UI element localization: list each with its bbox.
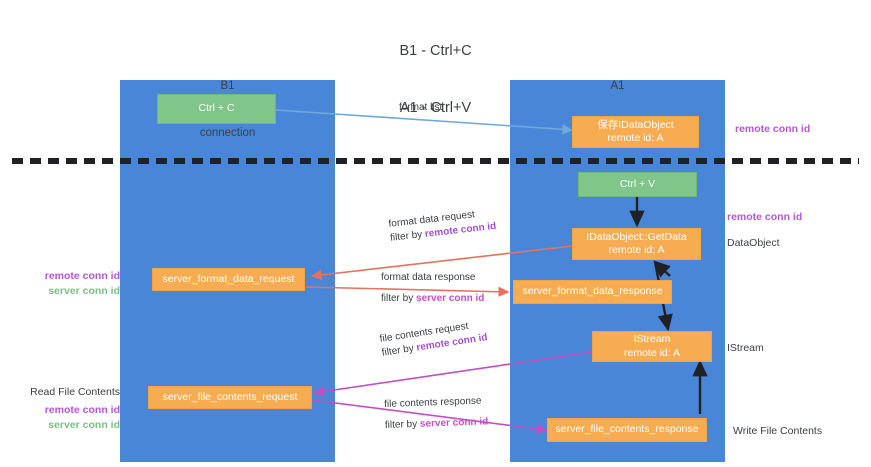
node-ctrl-v-label: Ctrl + V bbox=[619, 177, 656, 190]
page-title-line2: A1 - Ctrl+V bbox=[399, 99, 472, 116]
annotation-conn-ids-group1: remote conn id server conn id bbox=[20, 269, 120, 298]
column-header-b1-name: B1 bbox=[220, 80, 235, 93]
arrow-file-contents-response bbox=[311, 399, 548, 434]
node-server-file-contents-request-label: server_file_contents_request bbox=[162, 390, 298, 403]
node-server-format-data-response[interactable]: server_format_data_response bbox=[513, 280, 672, 304]
annotation-conn-ids-group2: remote conn id server conn id bbox=[20, 403, 120, 432]
arrow-format-data-request bbox=[310, 245, 573, 280]
node-idataobject[interactable]: 保存IDataObject remote id: A bbox=[572, 116, 699, 148]
edge-label-format-data-response: format data response filter by server co… bbox=[381, 272, 484, 304]
arrow-format-data-response bbox=[305, 286, 510, 297]
annotation-write-file-contents: Write File Contents bbox=[733, 425, 823, 437]
node-istream-remoteid: remote id: A bbox=[623, 346, 681, 359]
annotation-group2-heading: Read File Contents bbox=[30, 386, 120, 398]
node-getdata[interactable]: IDataObject::GetData remote id: A bbox=[572, 228, 701, 260]
arrow-response-to-getdata bbox=[653, 260, 671, 278]
annotation-group2-server: server conn id bbox=[48, 418, 120, 431]
page-title: B1 - Ctrl+C A1 - Ctrl+V bbox=[0, 6, 871, 154]
annotation-read-file-contents-heading: Read File Contents bbox=[20, 385, 120, 400]
node-server-format-data-request[interactable]: server_format_data_request bbox=[152, 268, 305, 291]
node-getdata-remoteid: remote id: A bbox=[608, 244, 665, 256]
annotation-group2-remote: remote conn id bbox=[44, 404, 120, 416]
edge-label-file-contents-response-text: file contents response bbox=[384, 395, 482, 410]
node-getdata-label: IDataObject::GetData bbox=[586, 230, 687, 243]
annotation-group1-server: server conn id bbox=[48, 284, 120, 297]
node-server-format-data-response-label: server_format_data_response bbox=[522, 285, 663, 298]
node-server-file-contents-request[interactable]: server_file_contents_request bbox=[148, 386, 312, 409]
node-ctrl-v[interactable]: Ctrl + V bbox=[578, 172, 697, 197]
edge-label-format-data-response-text: format data response bbox=[381, 272, 476, 283]
column-header-a1: A1 remote bbox=[510, 48, 725, 172]
annotation-istream: IStream bbox=[727, 342, 764, 354]
annotation-group1-remote: remote conn id bbox=[44, 270, 120, 282]
node-ctrl-c-label: Ctrl + C bbox=[198, 102, 235, 115]
arrow-file-contents-request bbox=[312, 351, 593, 397]
edge-label-format-data-response-key: server conn id bbox=[416, 293, 485, 304]
annotation-dataobject: DataObject bbox=[727, 237, 780, 249]
edge-label-file-contents-response: file contents response filter by server … bbox=[384, 395, 488, 431]
node-server-format-data-request-label: server_format_data_request bbox=[162, 272, 295, 285]
node-idataobject-remoteid: remote id: A bbox=[607, 132, 664, 144]
edge-label-file-contents-response-prefix: filter by bbox=[384, 418, 421, 431]
annotation-remote-conn-id-mid: remote conn id bbox=[727, 211, 803, 223]
node-server-file-contents-response-label: server_file_contents_response bbox=[555, 423, 699, 436]
node-istream[interactable]: IStream remote id: A bbox=[592, 331, 712, 362]
column-header-b1-role: connection bbox=[199, 126, 256, 139]
column-header-b1: B1 connection bbox=[120, 48, 335, 172]
node-server-file-contents-response[interactable]: server_file_contents_response bbox=[547, 418, 707, 442]
node-idataobject-label: 保存IDataObject bbox=[597, 118, 674, 131]
node-istream-label: IStream bbox=[633, 333, 671, 346]
edge-label-format-list-text: format list bbox=[399, 102, 443, 113]
edge-label-format-data-response-prefix: filter by bbox=[381, 293, 417, 304]
arrow-format-list bbox=[275, 109, 574, 135]
node-ctrl-c[interactable]: Ctrl + C bbox=[157, 94, 276, 124]
column-header-a1-name: A1 bbox=[610, 80, 625, 93]
page-title-line1: B1 - Ctrl+C bbox=[399, 43, 472, 60]
annotation-remote-conn-id-top: remote conn id bbox=[735, 123, 811, 135]
edge-label-format-list: format list bbox=[399, 102, 442, 113]
